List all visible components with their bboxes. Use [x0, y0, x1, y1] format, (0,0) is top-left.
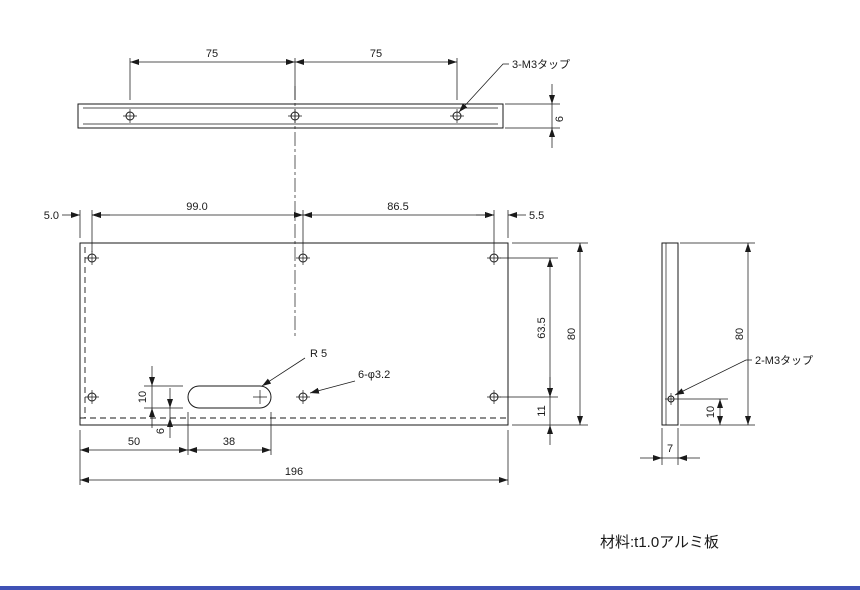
side-profile-outline	[661, 242, 679, 426]
top-flange-outline	[77, 103, 504, 129]
front-view: R 5 6-φ3.2 99.0 86.5 5.0 5.5 63.5 80 11 …	[44, 201, 588, 485]
dim-text-75-left: 75	[206, 48, 218, 60]
hole-center-cross	[296, 390, 310, 404]
top-view-hole-right	[450, 109, 464, 123]
hole-center-cross	[85, 251, 99, 265]
hole-center-cross	[123, 109, 137, 123]
dim-text-7: 7	[667, 443, 673, 455]
dim-text-86-5: 86.5	[387, 201, 408, 213]
label-slot-radius: R 5	[310, 348, 327, 360]
slot-arc-center-cross	[253, 390, 267, 404]
window-bottom-edge	[0, 586, 860, 590]
dim-text-196: 196	[285, 466, 303, 478]
dim-text-10: 10	[705, 406, 717, 418]
label-2m3-tap: 2-M3タップ	[755, 354, 813, 367]
hole-center-cross	[296, 251, 310, 265]
leader-line-r5	[261, 357, 306, 387]
dim-text-11: 11	[536, 405, 548, 416]
side-view: 80 10 7 2-M3タップ	[640, 242, 813, 465]
front-hole-top-middle	[296, 251, 310, 265]
top-flange-bend-lines	[83, 107, 498, 125]
hole-center-cross	[487, 251, 501, 265]
extension-lines-top	[79, 210, 509, 252]
extension-lines-80	[680, 242, 755, 426]
extension-lines-right	[500, 242, 588, 426]
material-note: 材料:t1.0アルミ板	[600, 533, 719, 551]
front-hole-top-right	[487, 251, 501, 265]
front-hole-bottom-left	[85, 390, 99, 404]
label-hole-spec: 6-φ3.2	[358, 369, 390, 381]
dim-text-5-5: 5.5	[529, 210, 544, 222]
label-3m3-tap: 3-M3タップ	[512, 58, 570, 71]
dim-text-10: 10	[137, 391, 149, 403]
dim-text-38: 38	[223, 436, 235, 448]
top-view-hole-middle	[288, 109, 302, 123]
top-view-hole-left	[123, 109, 137, 123]
leader-line-3m3	[458, 63, 509, 113]
dim-text-63-5: 63.5	[536, 317, 548, 338]
side-view-tap-hole	[665, 393, 677, 405]
extension-lines-bottom	[79, 412, 509, 485]
front-hole-top-left	[85, 251, 99, 265]
slot-outline	[187, 385, 272, 409]
leader-line-holes	[309, 380, 356, 394]
front-hole-bottom-middle	[296, 390, 310, 404]
dim-text-50: 50	[128, 436, 140, 448]
hole-center-cross	[288, 109, 302, 123]
front-hole-bottom-right	[487, 390, 501, 404]
leader-line-2m3	[674, 359, 752, 396]
dim-text-80: 80	[566, 328, 578, 340]
extension-lines-slot	[144, 385, 183, 409]
dim-text-6: 6	[554, 116, 566, 122]
hole-center-cross	[665, 393, 677, 405]
extension-lines	[129, 58, 458, 100]
hole-center-cross	[487, 390, 501, 404]
dim-text-80: 80	[734, 328, 746, 340]
hole-center-cross	[85, 390, 99, 404]
hole-center-cross	[450, 109, 464, 123]
dim-text-75-right: 75	[370, 48, 382, 60]
dim-text-6: 6	[155, 428, 167, 434]
dim-text-5-0: 5.0	[44, 210, 59, 222]
plate-outline	[79, 242, 509, 426]
top-view: 75 75 6 3-M3タップ	[77, 48, 570, 336]
dim-text-99: 99.0	[186, 201, 207, 213]
